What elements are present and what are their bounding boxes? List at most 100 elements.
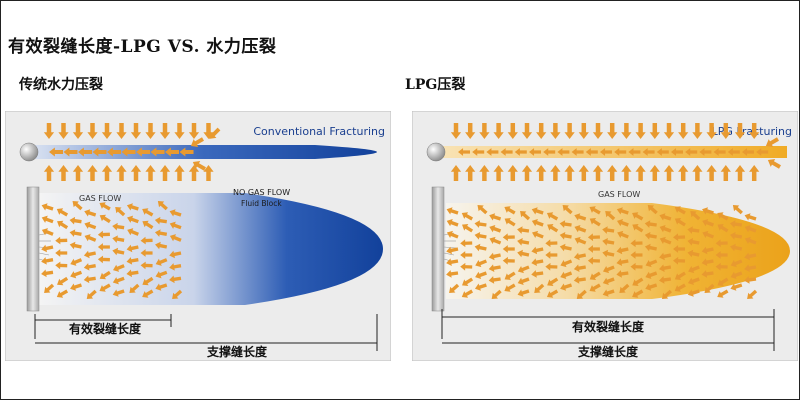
flow-arrow bbox=[644, 220, 657, 228]
flow-arrow bbox=[169, 250, 182, 259]
flow-arrow bbox=[126, 269, 139, 278]
flow-arrow bbox=[559, 243, 572, 252]
flow-arrow bbox=[532, 230, 544, 239]
flow-arrow bbox=[602, 277, 615, 285]
flow-arrow bbox=[617, 219, 629, 227]
inflow-arrow bbox=[656, 148, 669, 156]
flow-arrow bbox=[70, 283, 82, 291]
flow-arrow bbox=[702, 230, 715, 239]
leak-off-arrow bbox=[174, 165, 185, 181]
flow-arrow bbox=[489, 225, 502, 233]
flow-arrow bbox=[169, 263, 182, 271]
flow-arrow bbox=[99, 283, 111, 292]
flow-arrow bbox=[547, 224, 559, 233]
leak-off-arrow bbox=[159, 123, 171, 139]
flow-arrow bbox=[690, 210, 701, 221]
leak-off-arrow bbox=[493, 123, 504, 139]
flow-arrow bbox=[574, 236, 587, 245]
flow-arrow bbox=[702, 219, 715, 227]
flow-arrow bbox=[41, 244, 54, 253]
flow-arrow bbox=[462, 224, 474, 233]
leak-off-arrow bbox=[130, 123, 142, 139]
flow-arrow bbox=[446, 258, 459, 266]
gas-flow-arrows bbox=[446, 204, 758, 300]
flow-arrow bbox=[140, 236, 153, 245]
conventional-fracturing-panel: Conventional Fracturing GAS FLOW NO GAS … bbox=[5, 111, 391, 361]
flow-arrow bbox=[573, 276, 586, 284]
flow-arrow bbox=[57, 276, 69, 286]
inflow-arrow bbox=[685, 148, 698, 156]
flow-arrow bbox=[730, 271, 743, 279]
flow-arrow bbox=[489, 213, 502, 221]
flow-arrow bbox=[460, 262, 473, 271]
flow-arrow bbox=[560, 259, 573, 268]
flow-arrow bbox=[142, 276, 154, 286]
flow-arrow bbox=[602, 265, 615, 274]
flow-arrow bbox=[70, 258, 83, 266]
flow-arrow bbox=[126, 257, 139, 265]
inflow-arrow bbox=[92, 147, 107, 157]
leak-off-arrow bbox=[450, 123, 462, 139]
flow-arrow bbox=[155, 241, 168, 250]
flow-arrow bbox=[84, 209, 97, 217]
flow-arrow bbox=[576, 289, 587, 300]
flow-arrow bbox=[687, 226, 700, 234]
flow-arrow bbox=[574, 213, 587, 221]
flow-arrow bbox=[559, 220, 572, 228]
flow-arrow bbox=[169, 234, 182, 242]
flow-arrow bbox=[701, 258, 714, 266]
flow-arrow bbox=[688, 265, 700, 274]
inflow-arrow bbox=[628, 148, 641, 156]
gas-flow-label: GAS FLOW bbox=[79, 194, 121, 203]
flow-arrow bbox=[157, 200, 168, 211]
flow-arrow bbox=[658, 276, 672, 284]
leak-off-arrow bbox=[209, 127, 221, 139]
flow-arrow bbox=[504, 283, 516, 292]
flow-arrow bbox=[559, 232, 572, 240]
leak-off-arrow bbox=[564, 123, 575, 139]
leak-off-arrow bbox=[493, 165, 504, 181]
flow-arrow bbox=[531, 207, 544, 215]
thin-fracture bbox=[27, 145, 377, 159]
leak-off-arrow bbox=[43, 165, 55, 181]
page-title: 有效裂缝长度-LPG VS. 水力压裂 bbox=[8, 37, 277, 57]
flow-arrow bbox=[616, 207, 629, 215]
flow-arrow bbox=[57, 220, 69, 230]
leak-off-arrow bbox=[174, 123, 185, 139]
flow-arrow bbox=[715, 251, 728, 259]
no-gas-flow-label: NO GAS FLOW bbox=[233, 188, 290, 197]
flow-arrow bbox=[83, 263, 96, 271]
flow-arrow bbox=[127, 215, 139, 224]
leak-off-arrow bbox=[188, 165, 200, 181]
leak-off-arrow bbox=[649, 123, 660, 139]
flow-arrow bbox=[155, 258, 168, 266]
leak-off-arrow bbox=[767, 159, 781, 169]
inflow-arrow bbox=[150, 147, 165, 157]
flow-arrow bbox=[645, 271, 658, 279]
flow-arrow bbox=[702, 207, 714, 215]
flow-arrow bbox=[673, 256, 686, 265]
flow-arrow bbox=[744, 213, 757, 221]
flow-arrow bbox=[169, 209, 182, 217]
flow-arrow bbox=[589, 218, 601, 227]
flow-arrow bbox=[673, 245, 686, 253]
flow-arrow bbox=[44, 283, 55, 294]
gas-flow-arrows bbox=[41, 200, 183, 300]
flow-arrow bbox=[547, 277, 559, 286]
flow-arrow bbox=[616, 246, 629, 255]
flow-arrow bbox=[704, 283, 715, 294]
flow-arrow bbox=[517, 289, 530, 297]
propped-length-label: 支撑缝长度 bbox=[206, 344, 268, 359]
flow-arrow bbox=[630, 262, 643, 271]
flow-arrow bbox=[717, 277, 729, 286]
flow-arrow bbox=[491, 289, 502, 300]
leak-off-arrow bbox=[536, 123, 547, 139]
flow-arrow bbox=[673, 233, 686, 242]
inflow-arrow bbox=[458, 148, 470, 156]
leak-off-arrow bbox=[130, 165, 142, 181]
leak-off-arrow bbox=[720, 123, 731, 139]
flow-arrow bbox=[41, 257, 54, 265]
leak-off-arrow bbox=[734, 165, 746, 181]
flow-arrow bbox=[717, 289, 729, 298]
flow-arrow bbox=[72, 200, 83, 211]
